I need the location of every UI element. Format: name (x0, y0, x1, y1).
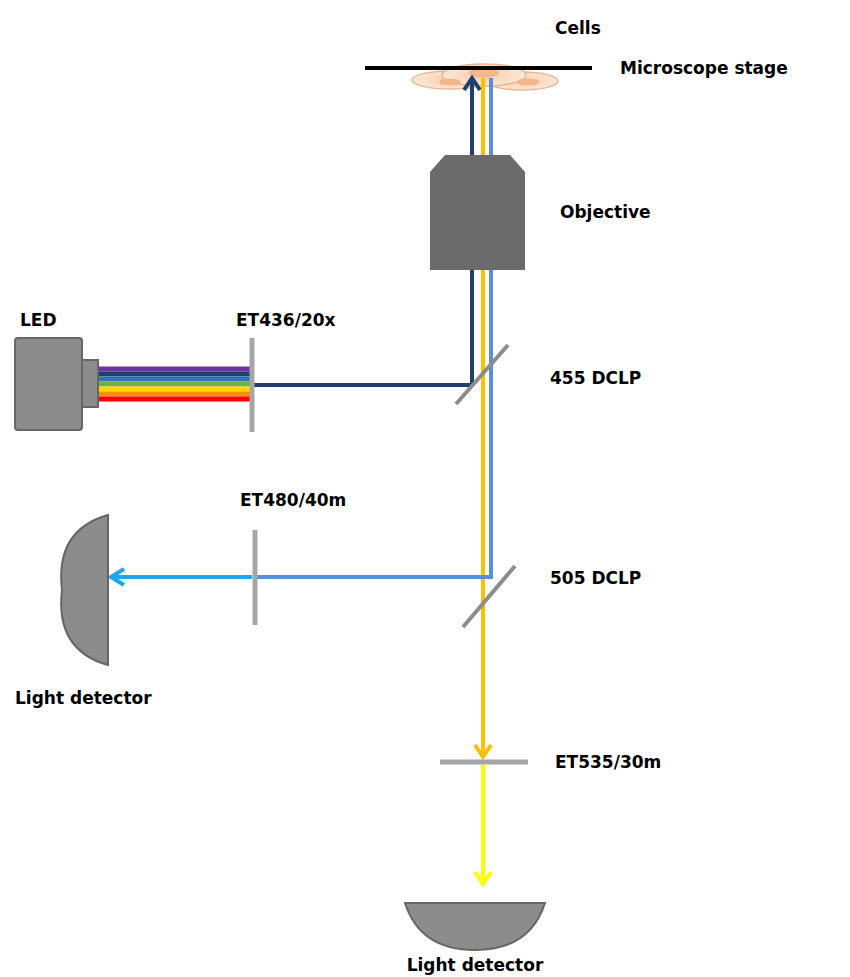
light-detector-bottom (405, 903, 545, 950)
light-detector-left (61, 515, 108, 665)
led-label: LED (20, 310, 57, 330)
stage-label: Microscope stage (620, 58, 788, 78)
cells-label: Cells (555, 18, 601, 38)
filter-label: ET535/30m (555, 752, 661, 772)
objective-label: Objective (560, 202, 651, 222)
mirror-label: 455 DCLP (550, 368, 641, 388)
detector-label: Light detector (407, 955, 544, 975)
emission-filter-yellow (440, 760, 528, 765)
dichroic-mirror-505 (463, 566, 515, 627)
filter-label: ET480/40m (240, 490, 346, 510)
dichroic-mirror-455 (456, 345, 508, 404)
filter-label: ET436/20x (236, 310, 336, 330)
emission-filter-blue (253, 530, 258, 625)
excitation-filter (250, 338, 255, 432)
mirror-label: 505 DCLP (550, 568, 641, 588)
led-spectrum (98, 369, 250, 399)
detector-label: Light detector (15, 688, 152, 708)
microscope-stage (365, 66, 592, 70)
objective-lens (430, 155, 525, 270)
led-nozzle (82, 360, 98, 407)
led-body (15, 338, 82, 430)
